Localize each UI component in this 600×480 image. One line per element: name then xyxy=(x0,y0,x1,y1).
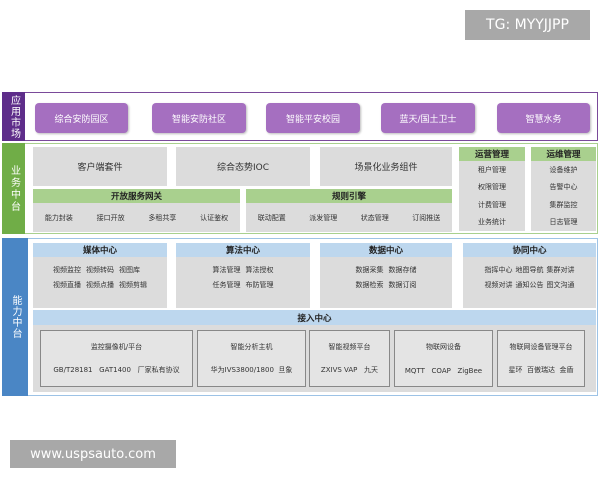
collaboration-item: 通知公告 xyxy=(515,281,544,289)
access-group-title: 智能视频平台 xyxy=(328,342,371,351)
gateway-item: 能力封装 xyxy=(44,213,73,222)
algorithm-item: 任务管理 xyxy=(212,281,241,289)
data-item: 数据订阅 xyxy=(388,281,417,289)
operations-item: 业务统计 xyxy=(478,218,506,227)
access-group: 智能分析主机华为IVS3800/1800 旦象 xyxy=(197,330,306,387)
operations-item: 权限管理 xyxy=(478,183,506,192)
algorithm-item: 算法管理 xyxy=(212,266,241,274)
media-center-title: 媒体中心 xyxy=(33,243,167,257)
app-layer-label: 应用市场 xyxy=(2,92,25,141)
collaboration-item: 图文沟通 xyxy=(546,281,575,289)
access-group-title: 智能分析主机 xyxy=(230,342,273,351)
operations-title: 运营管理 xyxy=(459,147,525,161)
maintenance-item: 集群监控 xyxy=(549,200,578,209)
access-group-title: 监控摄像机/平台 xyxy=(90,342,143,351)
media-item: 视频转码 xyxy=(86,266,114,274)
access-center-title: 接入中心 xyxy=(33,310,596,325)
gateway-item: 接口开放 xyxy=(96,213,125,222)
collaboration-center-title: 协同中心 xyxy=(463,243,596,257)
media-item: 视频监控 xyxy=(53,266,81,274)
access-group-items: ZXIVS VAP 九天 xyxy=(320,366,379,375)
algorithm-center: 算法中心 算法管理 算法授权 任务管理 布防管理 xyxy=(176,243,310,308)
data-center: 数据中心 数据采集 数据存储 数据检索 数据订阅 xyxy=(320,243,452,308)
rules-item: 派发管理 xyxy=(309,213,338,222)
operations-item: 租户管理 xyxy=(478,165,506,174)
rules-item: 订阅推送 xyxy=(412,213,441,222)
app-item[interactable]: 综合安防园区 xyxy=(35,103,128,133)
watermark-top: TG: MYYJJPP xyxy=(465,10,590,40)
access-group-title: 物联网设备管理平台 xyxy=(509,342,573,351)
gateway-item: 多租共享 xyxy=(148,213,177,222)
operations-box: 运营管理 租户管理 权限管理 计费管理 业务统计 xyxy=(459,147,525,231)
collaboration-item: 指挥中心 xyxy=(484,266,513,274)
algorithm-item: 布防管理 xyxy=(245,281,274,289)
media-item: 视频剪辑 xyxy=(119,281,147,289)
access-group-items: 星环 百傲瑞达 金盾 xyxy=(508,366,574,375)
gateway-box: 开放服务网关 能力封装 接口开放 多租共享 认证鉴权 xyxy=(33,189,240,232)
collaboration-item: 视频对讲 xyxy=(484,281,513,289)
rules-box: 规则引擎 联动配置 派发管理 状态管理 订阅推送 xyxy=(246,189,452,232)
media-item: 视频点播 xyxy=(86,281,114,289)
collaboration-center: 协同中心 指挥中心 地图导航 集群对讲 视频对讲 通知公告 图文沟通 xyxy=(463,243,596,308)
collaboration-item: 地图导航 xyxy=(515,266,544,274)
app-item[interactable]: 智能平安校园 xyxy=(266,103,360,133)
gateway-item: 认证鉴权 xyxy=(200,213,229,222)
app-item[interactable]: 智慧水务 xyxy=(497,103,590,133)
app-item[interactable]: 智能安防社区 xyxy=(152,103,246,133)
data-item: 数据存储 xyxy=(388,266,417,274)
maintenance-title: 运维管理 xyxy=(531,147,596,161)
gateway-title: 开放服务网关 xyxy=(33,189,240,203)
access-group: 监控摄像机/平台 GB/T28181 GAT1400 厂家私有协议 xyxy=(40,330,193,387)
operations-item: 计费管理 xyxy=(478,200,506,209)
access-group-title: 物联网设备 xyxy=(426,343,461,352)
data-center-title: 数据中心 xyxy=(320,243,452,257)
collaboration-item: 集群对讲 xyxy=(546,266,575,274)
rules-item: 联动配置 xyxy=(257,213,286,222)
algorithm-center-title: 算法中心 xyxy=(176,243,310,257)
access-group-items: MQTT COAP ZigBee xyxy=(404,366,483,375)
access-group-items: GB/T28181 GAT1400 厂家私有协议 xyxy=(53,366,180,375)
access-group: 智能视频平台 ZXIVS VAP 九天 xyxy=(309,330,390,387)
component-box: 综合态势IOC xyxy=(176,147,310,186)
capability-layer-label: 能力中台 xyxy=(2,238,28,396)
data-item: 数据检索 xyxy=(355,281,384,289)
maintenance-item: 日志管理 xyxy=(549,218,578,227)
access-group: 物联网设备 MQTT COAP ZigBee xyxy=(394,330,493,387)
rules-item: 状态管理 xyxy=(360,213,389,222)
media-center: 媒体中心 视频监控 视频转码 视图库 视频直播 视频点播 视频剪辑 xyxy=(33,243,167,308)
component-box: 场景化业务组件 xyxy=(320,147,452,186)
media-item: 视图库 xyxy=(119,266,140,274)
business-layer-label: 业务中台 xyxy=(2,143,25,234)
maintenance-box: 运维管理 设备维护 告警中心 集群监控 日志管理 xyxy=(531,147,596,231)
watermark-bottom: www.uspsauto.com xyxy=(10,440,176,468)
data-item: 数据采集 xyxy=(355,266,384,274)
app-item[interactable]: 蓝天/国土卫士 xyxy=(381,103,475,133)
access-group-items: 华为IVS3800/1800 旦象 xyxy=(210,366,293,375)
algorithm-item: 算法授权 xyxy=(245,266,274,274)
maintenance-item: 设备维护 xyxy=(549,165,578,174)
component-box: 客户端套件 xyxy=(33,147,167,186)
media-item: 视频直播 xyxy=(53,281,81,289)
access-group: 物联网设备管理平台星环 百傲瑞达 金盾 xyxy=(497,330,585,387)
maintenance-item: 告警中心 xyxy=(549,183,578,192)
rules-title: 规则引擎 xyxy=(246,189,452,203)
